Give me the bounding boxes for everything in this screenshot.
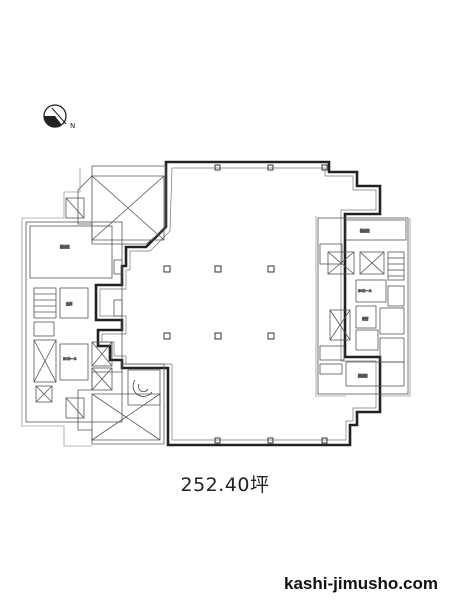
room xyxy=(355,329,379,351)
svg-text:倉庫: 倉庫 xyxy=(66,301,73,306)
elevator-shaft xyxy=(327,251,355,275)
svg-text:便所: 便所 xyxy=(362,316,369,321)
column xyxy=(214,332,222,340)
top-void xyxy=(65,165,167,245)
column xyxy=(321,437,328,444)
elevator-shaft xyxy=(35,385,53,403)
column xyxy=(267,437,274,444)
room xyxy=(387,285,405,307)
room xyxy=(59,287,89,319)
room xyxy=(319,363,343,375)
structural-columns xyxy=(163,164,328,444)
office-outer-wall xyxy=(94,160,382,447)
elevator-shaft xyxy=(91,341,113,367)
stairs xyxy=(33,287,57,319)
room xyxy=(379,337,405,363)
elevator-shaft xyxy=(91,367,113,391)
elevator-hall xyxy=(355,279,387,303)
column xyxy=(214,265,222,273)
room xyxy=(319,243,343,265)
floor-area-label: 252.40坪 xyxy=(180,474,270,496)
stairs xyxy=(387,251,405,281)
room xyxy=(345,361,405,387)
elevator-shaft xyxy=(33,339,57,383)
right-core: 機械室 EVホール 便所 機械室 xyxy=(317,217,409,395)
building-envelope xyxy=(21,168,411,447)
compass-icon: N xyxy=(43,104,75,130)
elevator-shaft xyxy=(359,251,385,275)
svg-text:機械室: 機械室 xyxy=(60,244,70,249)
office-inner-wall xyxy=(99,167,377,441)
elevator-shaft xyxy=(329,309,351,341)
column xyxy=(163,265,171,273)
room xyxy=(33,321,55,337)
svg-text:EVホール: EVホール xyxy=(63,356,78,361)
compass-label: N xyxy=(70,122,75,130)
elevator-hall xyxy=(59,343,89,381)
site-watermark-text: kashi-jimusho.com xyxy=(284,574,438,593)
room xyxy=(29,225,113,279)
room xyxy=(355,305,377,329)
room xyxy=(345,219,407,241)
bottom-void xyxy=(65,363,165,445)
column xyxy=(163,332,171,340)
column xyxy=(321,164,328,171)
room xyxy=(379,307,405,335)
room xyxy=(319,345,345,361)
left-core: 機械室 倉庫 EVホール xyxy=(25,221,123,423)
column xyxy=(267,332,275,340)
svg-text:機械室: 機械室 xyxy=(360,228,370,233)
column xyxy=(214,437,221,444)
column xyxy=(267,265,275,273)
svg-text:機械室: 機械室 xyxy=(358,373,368,378)
column xyxy=(267,164,274,171)
svg-text:EVホール: EVホール xyxy=(358,288,373,293)
column xyxy=(214,164,221,171)
